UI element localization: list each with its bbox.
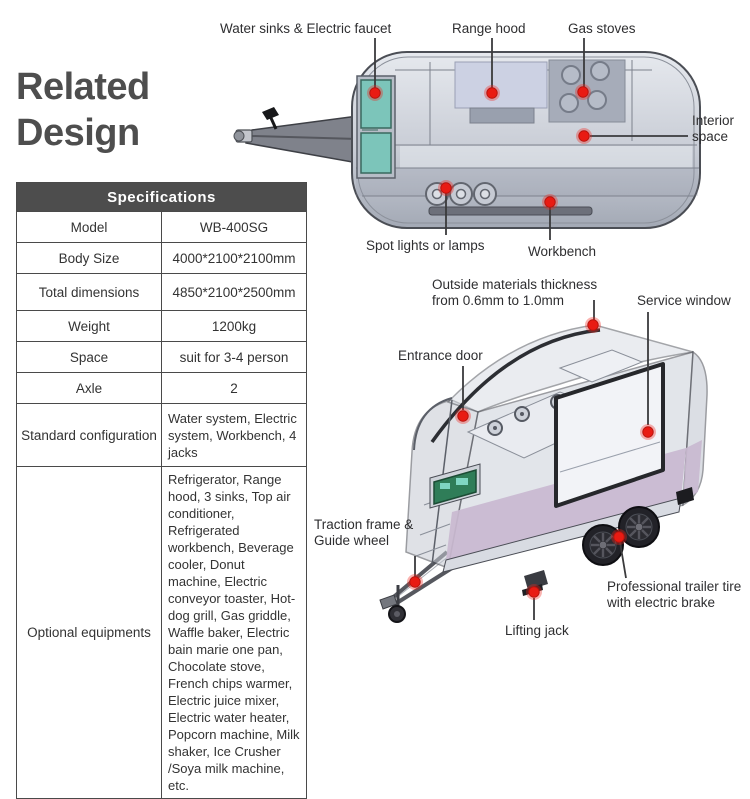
spec-value: 1200kg [161,310,307,342]
label-range-hood: Range hood [452,21,526,36]
spec-label: Space [16,341,162,373]
perspective-view-drawing [379,324,708,623]
page-title: Related Design [16,66,150,154]
label-water-sinks: Water sinks & Electric faucet [220,21,392,36]
spec-label: Standard configuration [16,403,162,467]
table-row: Space suit for 3-4 person [16,341,307,373]
spec-value: suit for 3-4 person [161,341,307,373]
label-entrance-door: Entrance door [398,348,483,363]
label-outside-materials: Outside materials thickness from 0.6mm t… [432,277,598,308]
spec-label: Total dimensions [16,273,162,311]
table-row: Body Size 4000*2100*2100mm [16,242,307,274]
table-row: Model WB-400SG [16,211,307,243]
trailer-wheels [581,487,694,567]
trailer-drawings-canvas [233,38,708,623]
workbench-step [428,206,593,216]
table-row: Optional equipments Refrigerator, Range … [16,466,307,799]
label-service-window: Service window [637,293,731,308]
spec-label: Axle [16,372,162,404]
table-row: Axle 2 [16,372,307,404]
spec-label: Model [16,211,162,243]
spec-value: Water system, Electric system, Workbench… [161,403,307,467]
callout-lines [374,38,688,620]
label-trailer-tire: Professional trailer tire with electric … [607,579,742,610]
table-row: Standard configuration Water system, Ele… [16,403,307,467]
gas-stove-panel [548,59,626,123]
spec-label: Body Size [16,242,162,274]
specs-table-header: Specifications [16,182,307,212]
range-hood-panel [454,61,548,124]
label-traction-frame: Traction frame & Guide wheel [314,517,414,548]
label-workbench: Workbench [528,244,597,259]
spec-value: WB-400SG [161,211,307,243]
label-gas-stoves: Gas stoves [568,21,636,36]
spec-value: Refrigerator, Range hood, 3 sinks, Top a… [161,466,307,799]
spec-label: Optional equipments [16,466,162,799]
spec-label: Weight [16,310,162,342]
side-view-towbar [233,107,359,164]
label-lifting-jack: Lifting jack [505,623,569,638]
service-window [554,362,665,508]
label-spot-lights: Spot lights or lamps [366,238,485,253]
spec-value: 4850*2100*2500mm [161,273,307,311]
spec-value: 2 [161,372,307,404]
table-row: Total dimensions 4850*2100*2500mm [16,273,307,311]
control-panel [429,463,481,509]
spot-lights [425,182,497,206]
specifications-table: Specifications Model WB-400SG Body Size … [16,182,307,799]
side-view-drawing [233,51,701,229]
label-interior-space: Interior space [692,113,735,144]
spec-value: 4000*2100*2100mm [161,242,307,274]
table-row: Weight 1200kg [16,310,307,342]
